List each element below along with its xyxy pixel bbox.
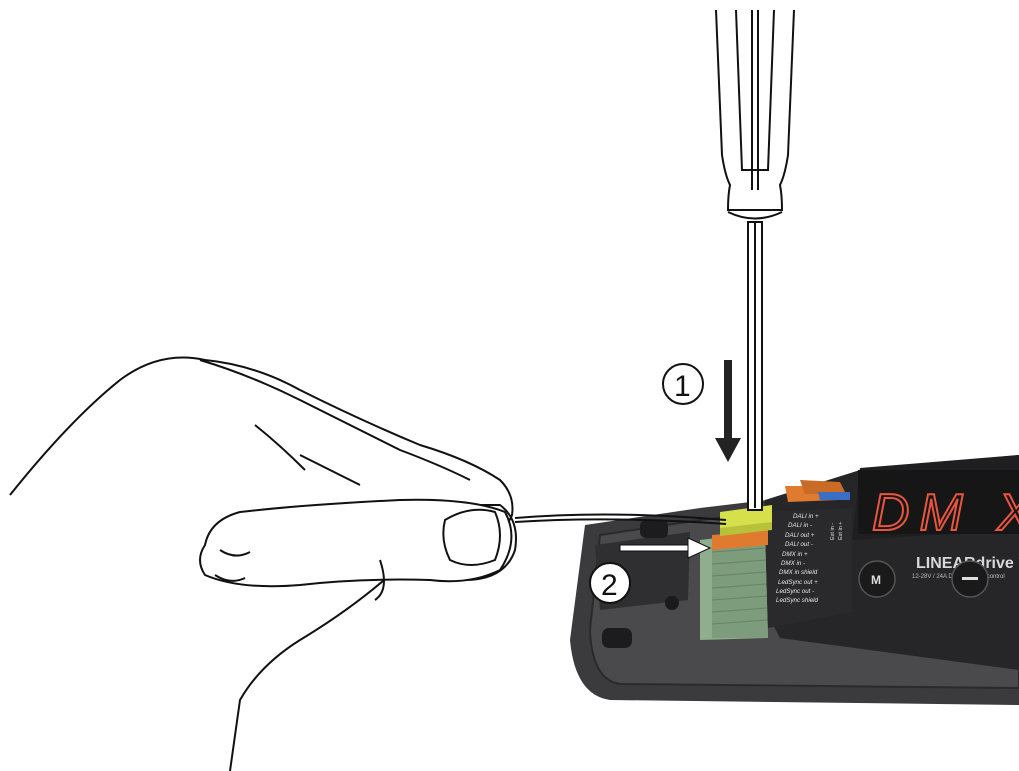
down-arrow-icon — [715, 360, 741, 462]
ext-labels: Ext in - Ext in + — [830, 522, 844, 541]
controller-device: DM X LINEARdrive 7 12-28V / 24A Direct v… — [570, 455, 1019, 705]
top-terminal — [785, 480, 850, 502]
mounting-hole-top — [640, 520, 668, 538]
thumb — [199, 498, 513, 588]
middle-finger — [254, 424, 361, 486]
terminal-label: DALI out - — [785, 541, 813, 548]
display-window — [858, 470, 1019, 534]
button-m[interactable]: M — [858, 560, 896, 598]
right-arrow-icon — [619, 537, 712, 559]
hand — [9, 356, 517, 771]
screwdriver — [715, 9, 795, 511]
ext-label: Ext in + — [838, 522, 844, 541]
terminal-label: DMX in + — [782, 551, 808, 558]
ext-label: Ext in - — [830, 523, 836, 540]
terminal-label: DALI in - — [788, 522, 812, 529]
terminal-block — [700, 505, 772, 640]
button-m-label: M — [871, 573, 881, 587]
screw-hole — [665, 596, 679, 610]
step-1: 1 — [662, 360, 741, 462]
step-1-circle — [662, 363, 704, 405]
terminal-label: DMX in - — [781, 560, 805, 567]
thumb-nail — [442, 508, 501, 566]
terminal-label: DALI out + — [785, 532, 815, 539]
terminal-label-panel — [762, 508, 852, 628]
terminal-label: LedSync out - — [776, 588, 814, 595]
step-2-circle — [589, 562, 631, 604]
terminal-label: LedSync shield — [776, 597, 819, 604]
wire — [514, 513, 727, 525]
index-finger — [199, 359, 471, 481]
terminal-label: LedSync out + — [778, 579, 818, 586]
mounting-hole-bottom — [602, 628, 632, 648]
step-2: 2 — [589, 537, 712, 604]
step-2-number: 2 — [601, 569, 618, 602]
terminal-labels: DALI in + DALI in - DALI out + DALI out … — [776, 513, 819, 604]
terminal-label: DALI in + — [793, 513, 819, 520]
button-minus[interactable] — [951, 560, 989, 598]
display: DM X — [858, 470, 1019, 543]
finger-crease — [214, 549, 385, 601]
display-text: DM X — [872, 484, 1019, 542]
step-1-number: 1 — [674, 370, 691, 403]
terminal-label: DMX in shield — [779, 569, 818, 576]
